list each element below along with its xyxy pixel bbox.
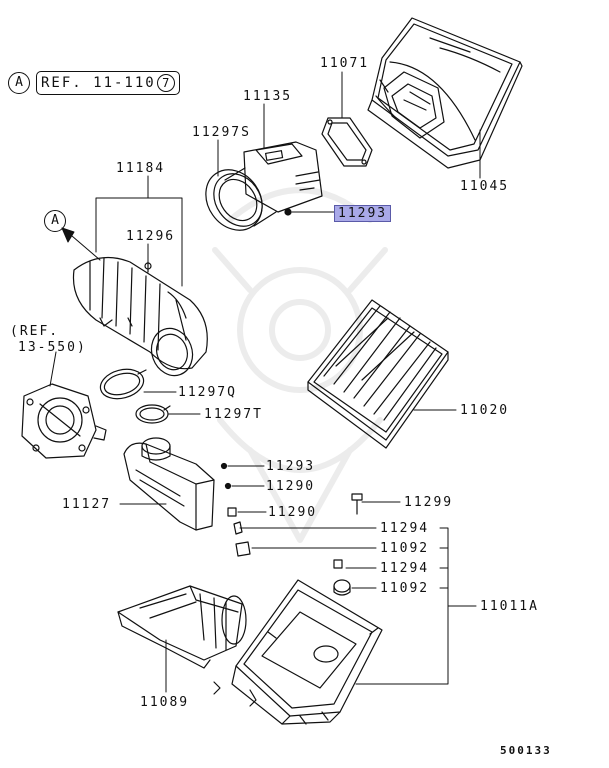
intake-hose-drawing (72, 256, 208, 377)
gasket-drawing (321, 117, 373, 167)
part-11092-label-2: 11092 (380, 581, 430, 596)
resonator-duct-drawing (123, 437, 215, 531)
part-11297t-label: 11297T (204, 407, 263, 422)
part-11294-label-1: 11294 (380, 521, 430, 536)
part-11294-label-2: 11294 (380, 561, 430, 576)
clamp-s-drawing (205, 169, 263, 231)
part-11071-label: 11071 (320, 56, 370, 71)
hardware-drawing (220, 208, 363, 596)
leader-lines (49, 71, 481, 693)
circle-a-marker-intake: A (44, 210, 66, 232)
part-11297s-label: 11297S (192, 125, 251, 140)
throttle-body-drawing (21, 383, 107, 459)
air-duct-drawing (117, 585, 247, 695)
part-11293-label: 11293 (266, 459, 316, 474)
part-11135-label: 11135 (243, 89, 293, 104)
clamp-t-drawing (135, 404, 171, 424)
ref-13-550-line2: 13-550) (18, 340, 87, 355)
part-11020-label: 11020 (460, 403, 510, 418)
catalog-number: 500133 (500, 744, 552, 757)
ref-13-550-line1: (REF. (10, 324, 60, 339)
part-11011a-label: 11011A (480, 599, 539, 614)
part-11290-label-1: 11290 (266, 479, 316, 494)
ref-11-110-label: REF. 11-110 (41, 75, 156, 91)
part-11293-highlight-label[interactable]: 11293 (334, 205, 392, 222)
clamp-q-drawing (99, 368, 147, 400)
part-11092-label-1: 11092 (380, 541, 430, 556)
circle-a-marker-top: A (8, 72, 30, 94)
part-11299-label: 11299 (404, 495, 454, 510)
filter-element-drawing (307, 299, 449, 449)
airflow-sensor-drawing (213, 141, 323, 227)
ref-11-110-circle: 7 (156, 74, 175, 92)
part-11089-label: 11089 (140, 695, 190, 710)
part-11184-label: 11184 (116, 161, 166, 176)
air-cleaner-case-drawing (231, 579, 383, 725)
part-11045-label: 11045 (460, 179, 510, 194)
part-11297q-label: 11297Q (178, 385, 237, 400)
part-11296-label: 11296 (126, 229, 176, 244)
part-11290-label-2: 11290 (268, 505, 318, 520)
air-cleaner-cover-drawing (367, 17, 523, 169)
part-11127-label: 11127 (62, 497, 112, 512)
